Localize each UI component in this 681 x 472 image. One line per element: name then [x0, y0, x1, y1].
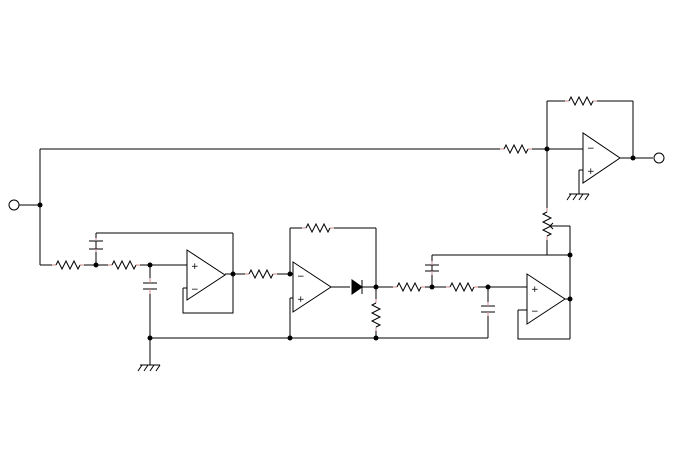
opamp-minus-label: − [191, 285, 199, 295]
resistor-r8 [500, 143, 532, 155]
resistor-r2 [108, 259, 140, 271]
opamp-plus-label: + [587, 167, 595, 177]
resistor-r1 [52, 259, 84, 271]
input-terminal [8, 199, 20, 211]
capacitor-c1 [89, 233, 103, 265]
diode [351, 279, 363, 295]
opamp-plus-label: + [191, 262, 199, 272]
potentiometer [541, 208, 555, 240]
opamp-u4: − + [582, 132, 621, 184]
resistor-r6 [393, 281, 425, 293]
capacitors [89, 233, 495, 320]
output-terminal [653, 152, 665, 164]
capacitor-c4 [481, 298, 495, 320]
resistor-r7 [446, 281, 478, 293]
opamp-u3: + − [526, 273, 566, 325]
opamp-minus-label: − [587, 144, 595, 154]
resistor-r5 [370, 299, 382, 331]
opamp-minus-label: − [297, 272, 305, 282]
capacitor-c2 [143, 275, 157, 297]
ground-symbol [566, 193, 590, 201]
resistor-r9 [565, 95, 597, 107]
opamp-u1: + − [186, 249, 226, 301]
opamp-plus-label: + [531, 285, 539, 295]
resistor-r4 [302, 222, 334, 234]
resistor-r3 [245, 268, 277, 280]
wires [19, 100, 653, 365]
opamp-u2: − + [292, 261, 332, 313]
capacitor-c3 [425, 255, 439, 287]
resistors [52, 95, 597, 331]
junction-dots [37, 146, 636, 341]
opamp-minus-label: − [531, 307, 539, 317]
ground-symbol [137, 364, 161, 372]
opamp-plus-label: + [297, 295, 305, 305]
